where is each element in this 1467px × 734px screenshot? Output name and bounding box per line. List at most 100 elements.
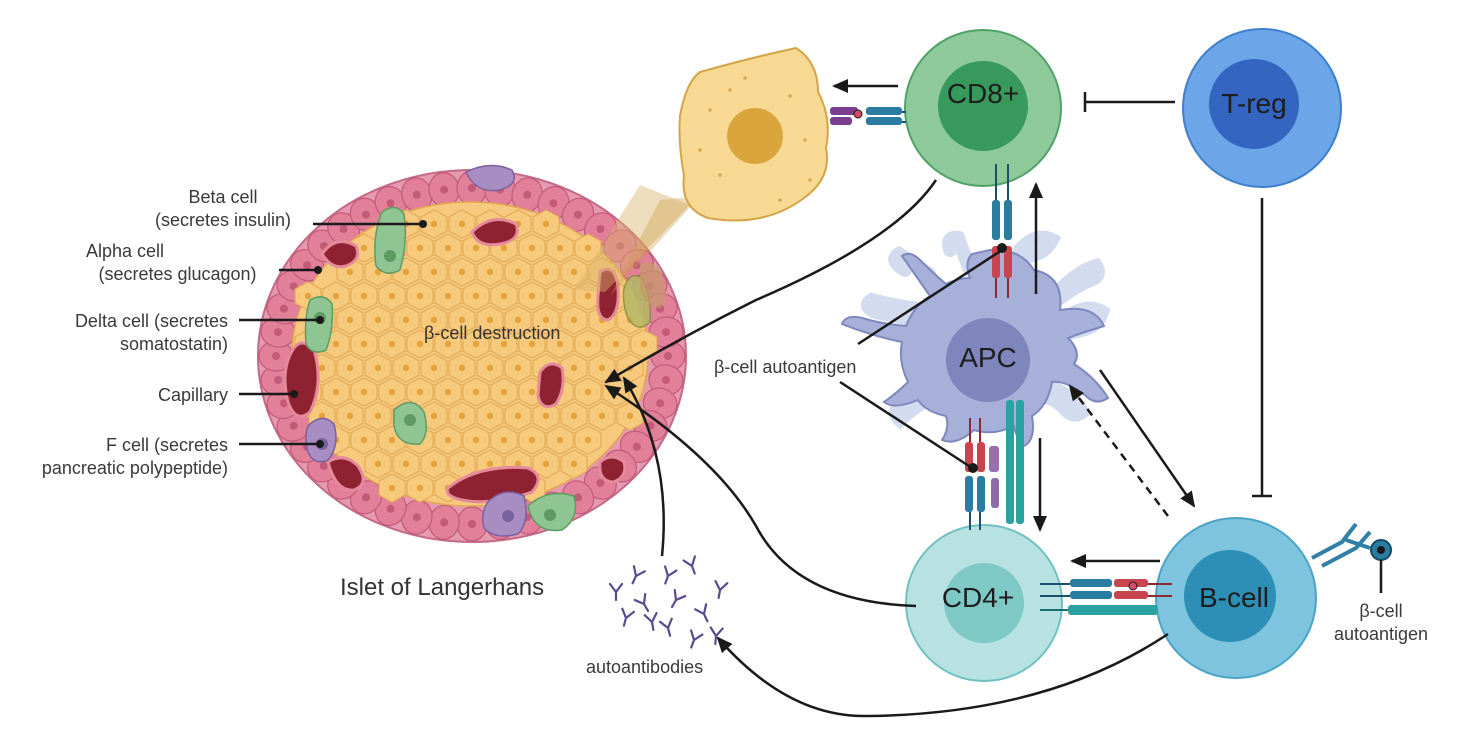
autoantibody [631, 565, 646, 585]
beta-cell [406, 473, 434, 503]
beta-cell [574, 329, 602, 359]
alpha-cell-ring [258, 170, 686, 542]
b-cell [1155, 517, 1317, 679]
beta-cell [434, 281, 462, 311]
beta-cell [546, 425, 574, 455]
beta-cell [322, 377, 350, 407]
beta-cell [574, 233, 602, 263]
beta-cell [378, 281, 406, 311]
beta-cell [364, 401, 392, 431]
cd8-t-cell [904, 29, 1062, 187]
beta-cell [336, 353, 364, 383]
beta-cell [574, 377, 602, 407]
beta-cell [518, 425, 546, 455]
beta-cell [420, 257, 448, 287]
beta-cell [350, 329, 378, 359]
beta-cell [518, 233, 546, 263]
cd8-tcr-mhc-complex [830, 107, 906, 125]
beta-cell [518, 329, 546, 359]
beta-cell [574, 425, 602, 455]
beta-cell [420, 209, 448, 239]
beta-cell [378, 473, 406, 503]
beta-cell [420, 353, 448, 383]
f-cells [305, 164, 527, 537]
f-cell-nucleus [502, 510, 514, 522]
zoom-cone [574, 185, 690, 292]
beta-cell [476, 257, 504, 287]
beta-cell [350, 425, 378, 455]
autoantibody [670, 588, 687, 609]
target-beta-cell [640, 262, 666, 308]
cd4-bcell-tcr-mhc-complex [1040, 579, 1172, 615]
treg-label: T-reg [1221, 88, 1287, 119]
delta-cell [374, 206, 407, 274]
treg-cell [1182, 28, 1342, 188]
beta-cell [420, 449, 448, 479]
delta-cell-nucleus [384, 250, 396, 262]
autoantibodies-label: autoantibodies [586, 657, 704, 677]
capillary [598, 455, 627, 484]
beta-cell [434, 233, 462, 263]
autoantigen-pointer [857, 248, 1003, 346]
beta-cell [434, 377, 462, 407]
beta-cell [392, 305, 420, 335]
beta-cell [378, 377, 406, 407]
beta-cell [490, 329, 518, 359]
cd4-label: CD4+ [941, 582, 1015, 613]
beta-cell [448, 401, 476, 431]
bcell-label: B-cell [1198, 582, 1269, 613]
beta-cell [406, 281, 434, 311]
beta-cell [490, 377, 518, 407]
beta-cell [588, 401, 616, 431]
arrow-bcell-to-autoantibodies [716, 632, 1169, 718]
autoantigen-dot [997, 243, 1007, 253]
zoomed-beta-cell-nucleus [727, 108, 783, 164]
beta-cell [364, 305, 392, 335]
autoantibody [621, 607, 635, 627]
capillary [596, 267, 620, 322]
capillary [536, 362, 565, 409]
beta-cell [616, 401, 644, 431]
beta-cell [476, 305, 504, 335]
beta-cell [560, 401, 588, 431]
beta-cell [476, 353, 504, 383]
beta-cell [462, 329, 490, 359]
autoantibody [709, 626, 724, 646]
apc-autoantigen-label: β-cell autoantigen [714, 357, 857, 377]
capillary [283, 341, 320, 418]
capillary [470, 218, 519, 247]
beta-cell [378, 329, 406, 359]
beta-cell [532, 209, 560, 239]
autoantibody [714, 579, 729, 599]
f-cell-label: F cell (secretes pancreatic polypeptide) [41, 435, 228, 478]
beta-cell [518, 281, 546, 311]
beta-cell-label: Beta cell (secretes insulin) [154, 187, 292, 230]
arrow-apc-to-bcell [1098, 369, 1196, 508]
beta-cell [448, 353, 476, 383]
beta-cell [532, 305, 560, 335]
capillary-label: Capillary [157, 385, 228, 405]
b-cell-receptor [1311, 522, 1392, 593]
beta-cell [448, 209, 476, 239]
autoantibody [689, 629, 704, 649]
beta-cell [336, 401, 364, 431]
cd4-t-cell [905, 524, 1063, 682]
beta-cell [504, 353, 532, 383]
beta-cell [350, 281, 378, 311]
beta-cell [504, 305, 532, 335]
zoom-cone [610, 196, 700, 296]
beta-cell [364, 449, 392, 479]
autoantibody [682, 555, 697, 575]
alpha-cell-label: Alpha cell (secretes glucagon) [86, 241, 257, 284]
beta-cell [364, 353, 392, 383]
f-cell [465, 164, 515, 192]
beta-cell [602, 329, 630, 359]
arrow-autoantibodies-to-islet [622, 376, 665, 557]
beta-cell [546, 329, 574, 359]
label-leader-dots [290, 220, 427, 448]
beta-cell [462, 281, 490, 311]
cd8-label: CD8+ [946, 78, 1020, 109]
capillary [320, 240, 360, 269]
beta-cell [560, 449, 588, 479]
